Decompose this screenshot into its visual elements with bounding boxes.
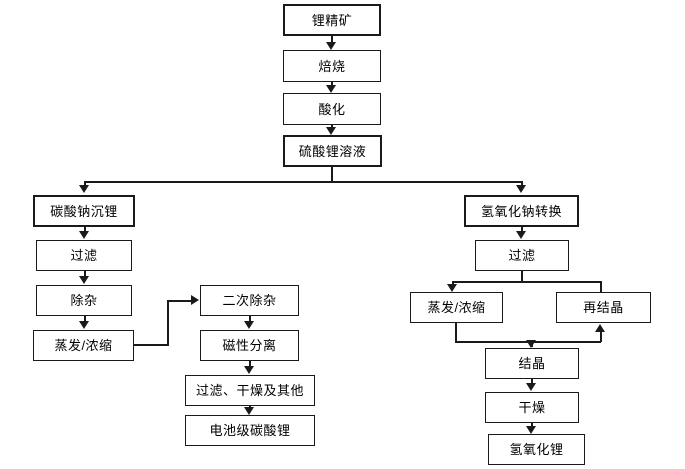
edge-solution-drop bbox=[331, 167, 333, 182]
node-evaporation-concentration-right[interactable]: 蒸发/浓缩 bbox=[410, 292, 503, 323]
arrowhead-lithium-hydroxide bbox=[526, 426, 536, 434]
edge-filtration-right-drop bbox=[521, 271, 523, 282]
arrowhead-lithium-sulfate-solution bbox=[326, 127, 336, 135]
edge-bus-to-recrystallization-riser bbox=[600, 330, 602, 342]
arrowhead-impurity-removal bbox=[79, 276, 89, 284]
node-filter-dry-other[interactable]: 过滤、干燥及其他 bbox=[185, 375, 315, 406]
edge-second-impurity-to-magnetic bbox=[249, 316, 251, 324]
node-filtration-left[interactable]: 过滤 bbox=[36, 240, 132, 271]
node-lithium-sulfate-solution[interactable]: 硫酸锂溶液 bbox=[283, 135, 382, 167]
edge-impurity-removal-to-evaporation bbox=[84, 316, 86, 324]
node-roasting[interactable]: 焙烧 bbox=[283, 50, 381, 82]
edge-evaporation-left-exit bbox=[134, 344, 168, 346]
edge-evaporation-left-to-second-impurity bbox=[167, 300, 193, 302]
node-lithium-concentrate[interactable]: 锂精矿 bbox=[283, 4, 381, 36]
node-lithium-hydroxide[interactable]: 氢氧化锂 bbox=[488, 434, 585, 465]
node-evaporation-concentration-left[interactable]: 蒸发/浓缩 bbox=[33, 330, 134, 361]
edge-filtration-right-split-bus bbox=[452, 281, 601, 283]
node-battery-grade-lithium-carbonate[interactable]: 电池级碳酸锂 bbox=[185, 415, 315, 446]
node-magnetic-separation[interactable]: 磁性分离 bbox=[200, 330, 299, 361]
arrowhead-battery-grade-lithium-carbonate bbox=[244, 407, 254, 415]
arrowhead-acidification bbox=[326, 85, 336, 93]
arrowhead-sodium-carbonate-precipitation bbox=[79, 185, 89, 193]
arrowhead-filtration-left bbox=[79, 231, 89, 239]
arrowhead-evaporation-left bbox=[79, 321, 89, 329]
node-drying[interactable]: 干燥 bbox=[485, 392, 579, 423]
arrowhead-roasting bbox=[326, 42, 336, 50]
arrowhead-second-impurity-removal bbox=[191, 295, 199, 305]
arrowhead-crystallization bbox=[526, 340, 536, 348]
arrowhead-filtration-right bbox=[516, 231, 526, 239]
edge-filtration-right-to-recrystallization bbox=[600, 281, 602, 293]
arrowhead-evaporation-right bbox=[447, 284, 457, 292]
arrowhead-drying bbox=[526, 383, 536, 391]
node-impurity-removal[interactable]: 除杂 bbox=[36, 285, 132, 316]
edge-evaporation-left-riser bbox=[167, 300, 169, 346]
edge-filtration-to-impurity-removal bbox=[84, 271, 86, 279]
arrowhead-filter-dry-other bbox=[244, 366, 254, 374]
node-sodium-carbonate-precipitation[interactable]: 碳酸钠沉锂 bbox=[33, 195, 135, 227]
edge-concentrate-to-roasting bbox=[331, 36, 333, 45]
edge-magnetic-to-filter-dry bbox=[249, 361, 251, 369]
arrowhead-magnetic-separation bbox=[244, 321, 254, 329]
node-crystallization[interactable]: 结晶 bbox=[485, 348, 579, 379]
arrowhead-recrystallization bbox=[595, 324, 605, 332]
arrowhead-sodium-hydroxide-conversion bbox=[516, 185, 526, 193]
edge-solution-split-bus bbox=[84, 181, 522, 183]
node-second-impurity-removal[interactable]: 二次除杂 bbox=[200, 285, 299, 316]
node-acidification[interactable]: 酸化 bbox=[283, 93, 381, 125]
edge-evaporation-right-drop bbox=[455, 323, 457, 343]
node-filtration-right[interactable]: 过滤 bbox=[475, 240, 569, 271]
node-sodium-hydroxide-conversion[interactable]: 氢氧化钠转换 bbox=[464, 195, 579, 227]
node-recrystallization[interactable]: 再结晶 bbox=[556, 292, 651, 323]
